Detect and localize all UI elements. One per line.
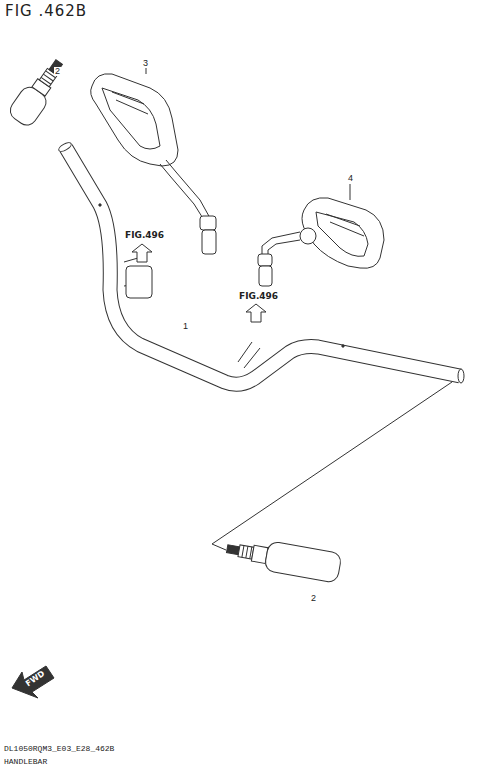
mirror-right [258, 198, 384, 286]
callout-number: 2 [54, 67, 61, 76]
fwd-arrow [12, 666, 54, 698]
callout-number: 1 [182, 322, 189, 331]
handlebar-fill [66, 148, 460, 384]
figure-reference: FIG.496 [124, 231, 165, 240]
figure-title: FIG .462B [4, 4, 88, 19]
leader-line [212, 382, 452, 550]
callout-number: 4 [347, 174, 354, 183]
leader-line [146, 66, 350, 200]
clamp-mark [238, 342, 260, 368]
figure-caption: HANDLEBAR [3, 758, 48, 766]
ref-arrow [246, 304, 266, 322]
figure-reference: FIG.496 [238, 292, 279, 301]
clamp [126, 266, 152, 298]
ref-arrow [132, 244, 152, 262]
callout-number: 2 [310, 594, 317, 603]
drawing-code: DL1050RQM3_E03_E28_462B [3, 745, 115, 753]
bar-end [57, 141, 72, 153]
bar-end-weight [225, 534, 342, 583]
mirror-left [91, 74, 216, 254]
callout-number: 3 [142, 59, 149, 68]
bar-end-weight [6, 54, 70, 129]
handlebar-outline [66, 148, 460, 384]
bar-end [458, 369, 464, 383]
